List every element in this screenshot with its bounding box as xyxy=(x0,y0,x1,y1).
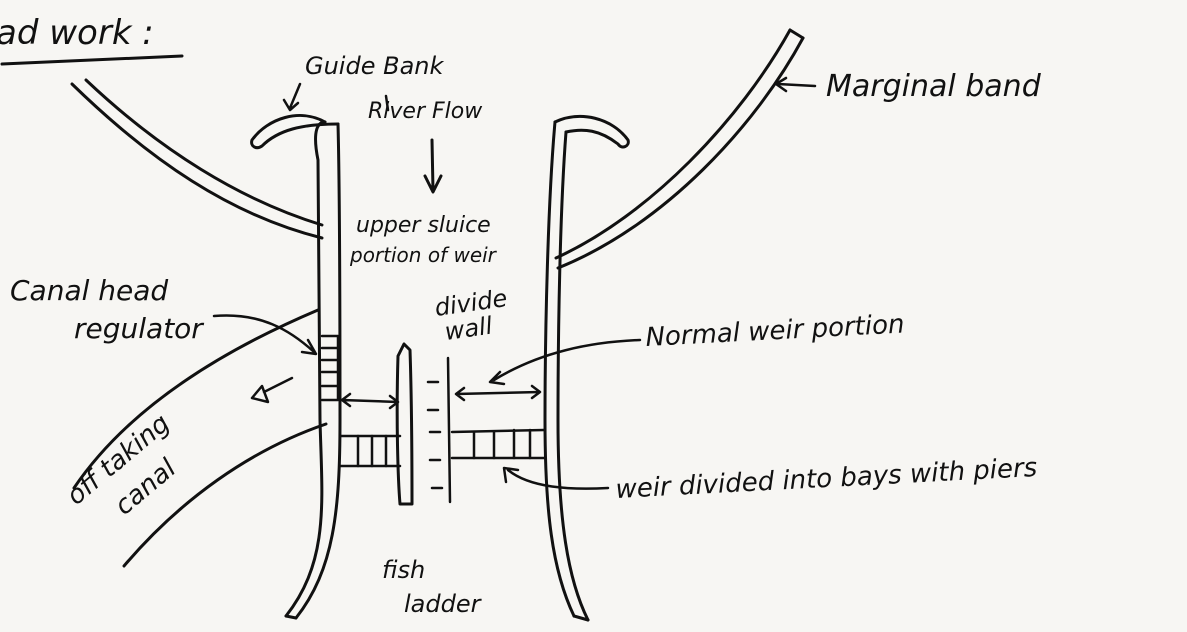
normal-weir-arrow xyxy=(490,340,640,384)
normal-weir-span-arrow xyxy=(456,386,540,400)
upper-sluice-label-1: upper sluice xyxy=(356,213,491,238)
under-sluice-bays xyxy=(340,436,400,466)
river-flow-arrow xyxy=(425,140,441,192)
guide-bank-arrow xyxy=(284,84,300,110)
canal-head-regulator xyxy=(322,336,338,400)
normal-weir-label: Normal weir portion xyxy=(645,309,905,353)
canal-head-label-1: Canal head xyxy=(10,274,168,307)
right-guide-bank-outer xyxy=(558,132,588,620)
right-marginal-band-end xyxy=(790,30,803,38)
canal-flow-arrow xyxy=(252,378,292,402)
weir-bays xyxy=(452,430,544,458)
left-marginal-band-edge xyxy=(86,80,322,225)
weir-bays-label: weir divided into bays with piers xyxy=(615,453,1038,505)
right-marginal-band-edge xyxy=(558,38,803,268)
marginal-band-arrow xyxy=(776,78,815,91)
guide-bank-label: Guide Bank xyxy=(305,52,444,80)
weir-bays-arrow xyxy=(504,468,608,489)
fish-ladder-marks xyxy=(428,358,450,502)
title-underline xyxy=(2,56,182,64)
left-guide-bank-hook xyxy=(252,116,338,148)
under-sluice-span-arrow xyxy=(342,394,398,408)
fish-ladder-label-2: ladder xyxy=(404,590,483,618)
divide-wall-label-2: wall xyxy=(443,312,494,346)
fish-ladder-label-1: fish xyxy=(382,556,425,584)
left-marginal-band xyxy=(72,84,322,238)
divide-wall xyxy=(397,344,412,504)
right-marginal-band xyxy=(556,30,790,258)
diagram-title: ad work : xyxy=(0,13,154,53)
left-guide-bank-outer xyxy=(286,122,325,616)
upper-sluice-label-2: portion of weir xyxy=(349,243,498,267)
river-flow-label: River Flow xyxy=(368,99,483,124)
left-guide-bank-end xyxy=(286,616,296,618)
canal-head-label-2: regulator xyxy=(74,312,204,345)
marginal-band-label: Marginal band xyxy=(826,69,1042,104)
